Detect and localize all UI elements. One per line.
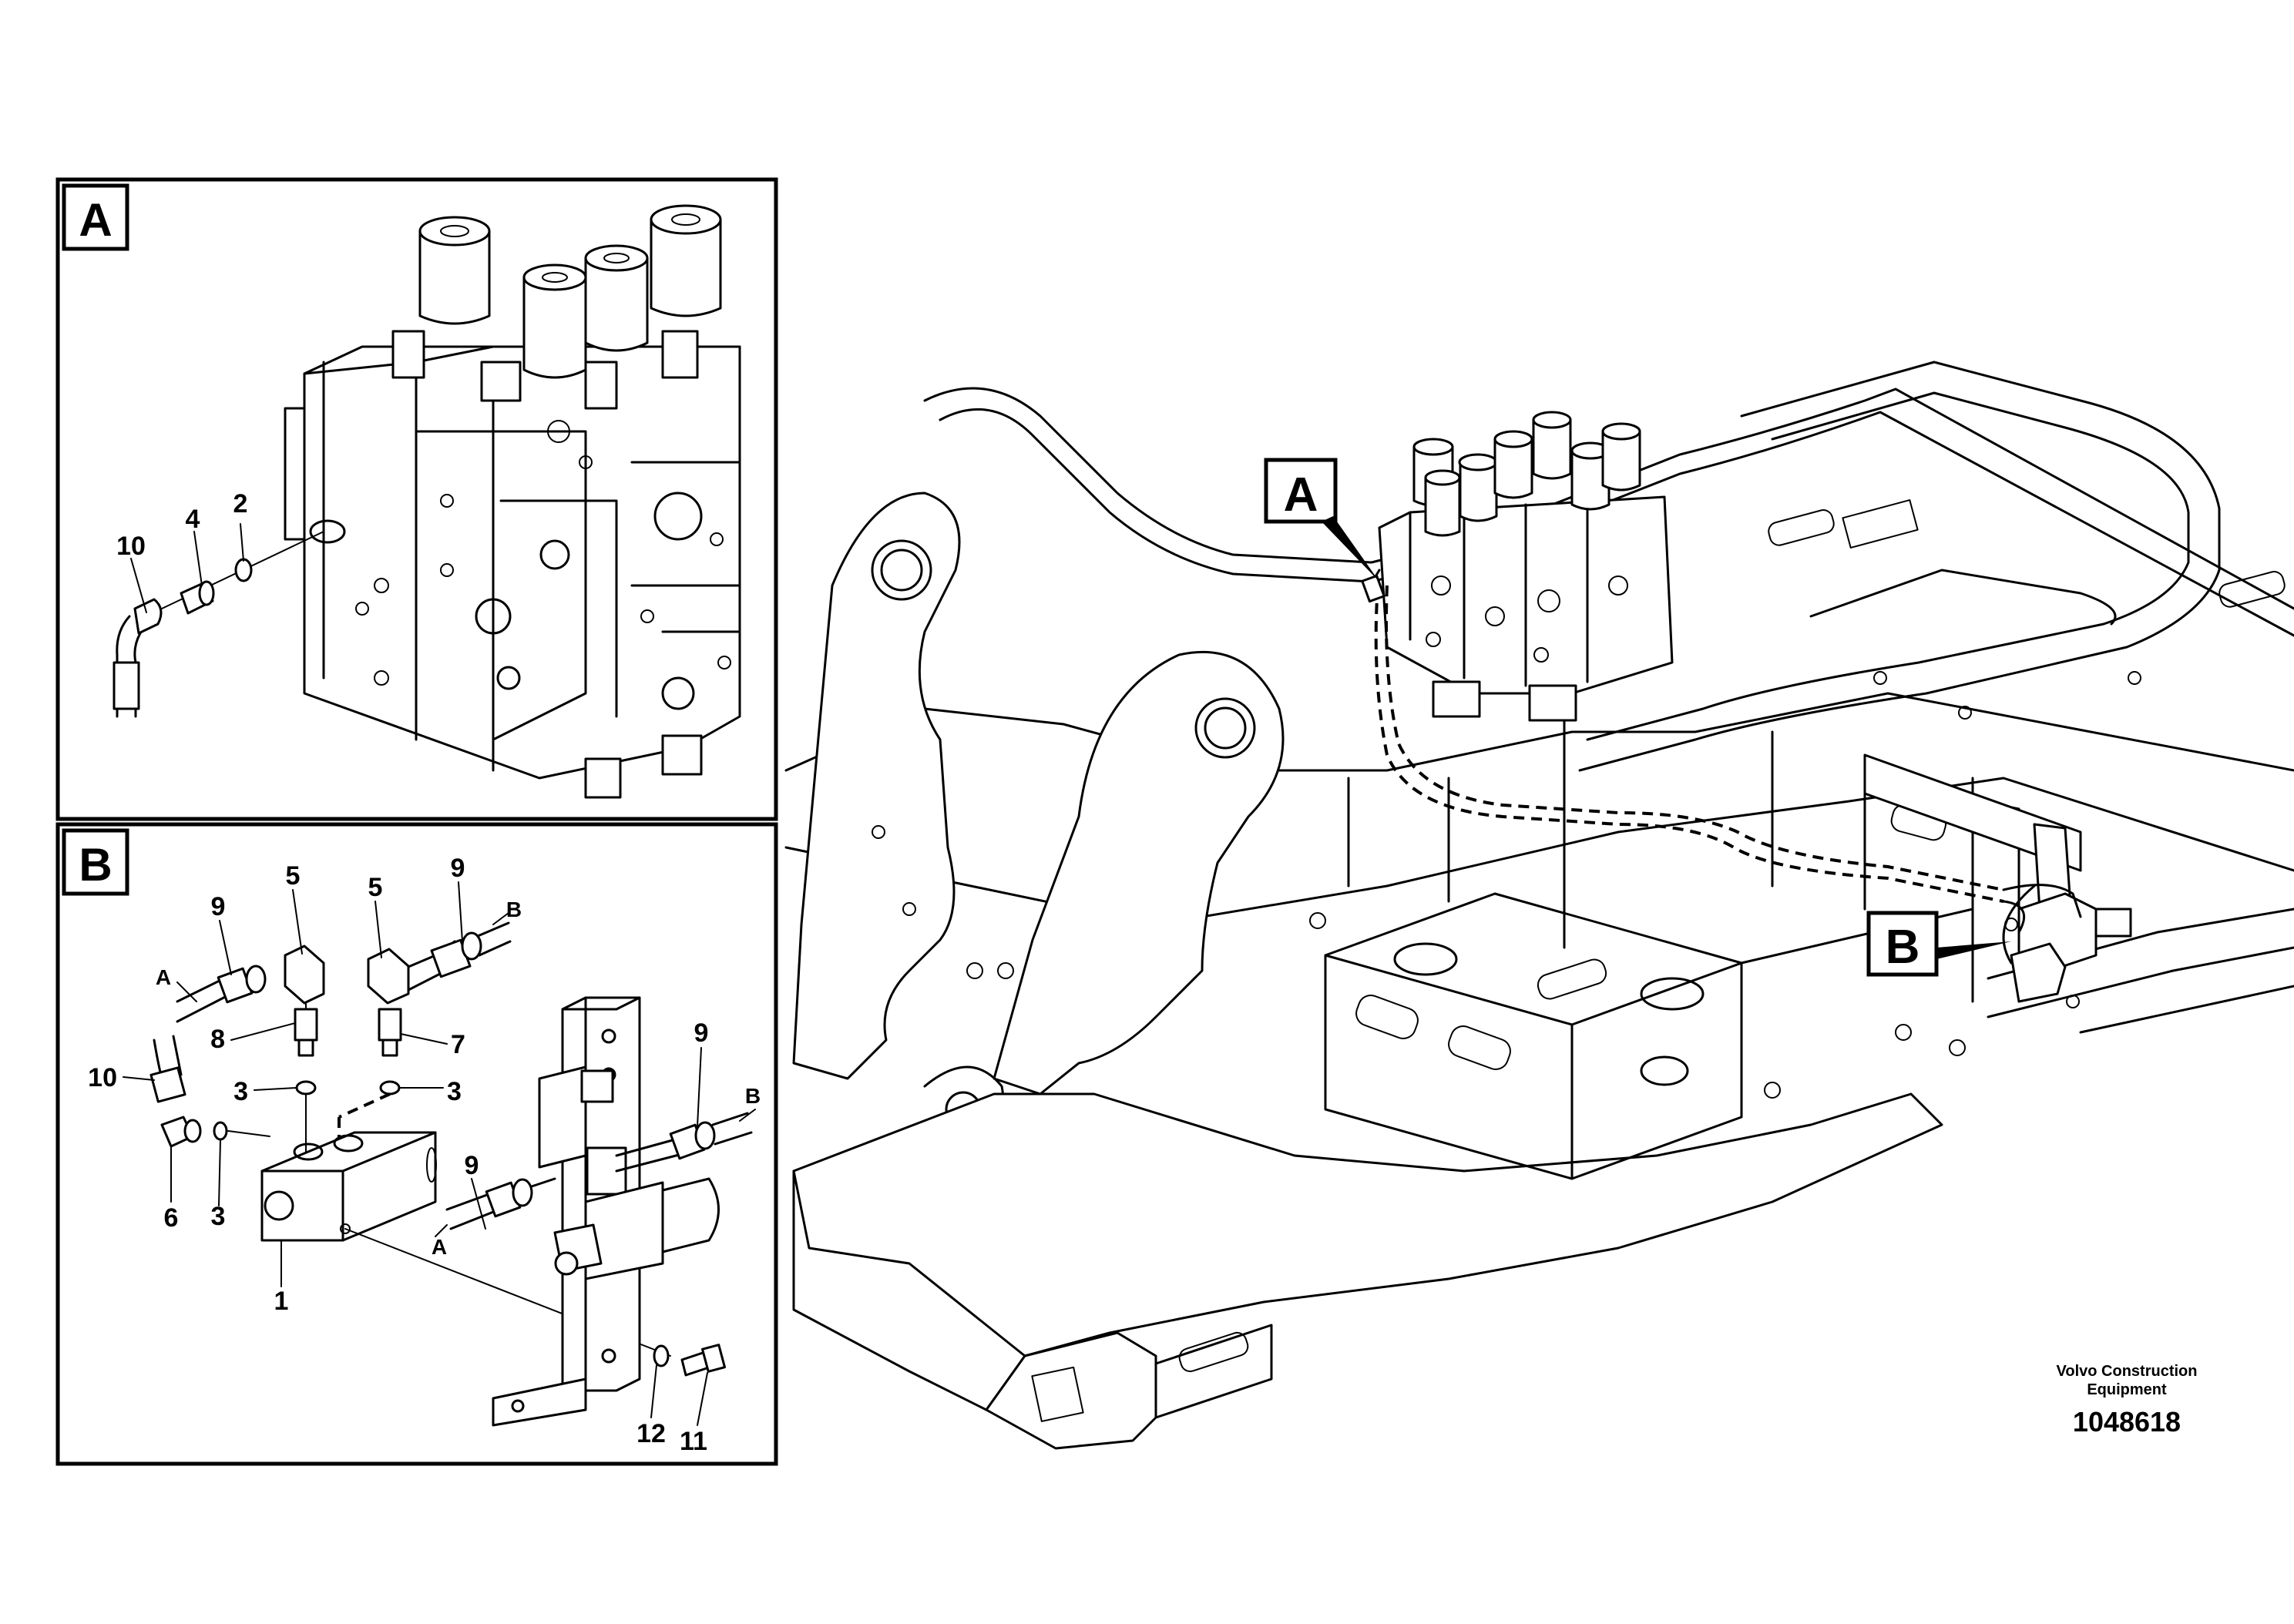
main-frame-view: A B xyxy=(784,361,2294,1450)
frame-holes xyxy=(872,671,2141,1099)
panel-a-label-box xyxy=(62,183,129,251)
solenoid-valve-assembly xyxy=(492,996,753,1427)
callout-3-lower: 3 xyxy=(211,1202,226,1231)
callout-5-right: 5 xyxy=(368,873,383,902)
callout-9-a: 9 xyxy=(211,892,226,921)
main-callout-b: B xyxy=(1866,911,2011,977)
elbow-5-right xyxy=(367,948,410,1005)
callout-5-left: 5 xyxy=(286,861,301,891)
callout-12: 12 xyxy=(636,1419,666,1448)
callout-1: 1 xyxy=(274,1287,289,1316)
fitting-7 xyxy=(378,1008,402,1042)
hose-label-b-right: B xyxy=(745,1084,761,1108)
callout-3-left: 3 xyxy=(233,1077,248,1106)
elbow-5-left xyxy=(284,945,325,1005)
callout-7: 7 xyxy=(451,1030,465,1059)
callout-10: 10 xyxy=(116,532,146,561)
hose-label-a-right: A xyxy=(432,1235,447,1259)
screw-and-washer xyxy=(653,1344,727,1377)
detail-panel-a: A xyxy=(55,177,778,821)
drawing-number: 1048618 xyxy=(2073,1406,2181,1438)
washer-12 xyxy=(653,1344,670,1367)
callout-3-right: 3 xyxy=(447,1077,462,1106)
detail-panel-b: B xyxy=(55,822,778,1466)
callout-9-c: 9 xyxy=(694,1018,709,1048)
title-block: Volvo Construction Equipment 1048618 xyxy=(2057,1363,2198,1438)
panel-a-label: A xyxy=(79,194,112,246)
main-callout-a: A xyxy=(1264,458,1379,582)
solenoid-caps xyxy=(418,204,722,379)
callout-8: 8 xyxy=(210,1025,225,1054)
callout-2: 2 xyxy=(233,489,248,518)
fitting-group-lower-left xyxy=(149,1035,270,1148)
company-line-2: Equipment xyxy=(2087,1381,2167,1398)
hose-label-b-top: B xyxy=(506,898,522,921)
callout-9-d: 9 xyxy=(465,1151,479,1180)
fitting-group-left xyxy=(176,945,325,1203)
callout-10-b: 10 xyxy=(88,1063,117,1092)
hose-a-right xyxy=(445,1177,556,1230)
callout-4: 4 xyxy=(186,505,200,534)
callout-6: 6 xyxy=(164,1203,179,1233)
panel-b-label: B xyxy=(79,839,112,891)
fitting-8 xyxy=(294,1008,318,1042)
fitting-10-b xyxy=(149,1066,186,1103)
fitting-stack-a xyxy=(113,531,324,718)
main-callout-a-label: A xyxy=(1284,468,1318,522)
panel-b-label-box xyxy=(62,828,129,896)
panel-b-leaders xyxy=(123,881,756,1426)
control-valve-drawing xyxy=(284,204,741,799)
callout-11: 11 xyxy=(680,1427,707,1456)
company-line-1: Volvo Construction xyxy=(2057,1363,2198,1380)
o-ring-2 xyxy=(234,558,253,582)
hose-label-a-left: A xyxy=(156,965,171,989)
valve-block-1 xyxy=(260,1131,437,1242)
callout-9-b: 9 xyxy=(451,854,465,883)
mounting-foot xyxy=(492,1377,587,1427)
hose-runs xyxy=(1361,569,2082,965)
elbow-10 xyxy=(133,598,163,635)
main-callout-b-label: B xyxy=(1886,921,1920,974)
main-control-valve xyxy=(1378,411,1674,722)
